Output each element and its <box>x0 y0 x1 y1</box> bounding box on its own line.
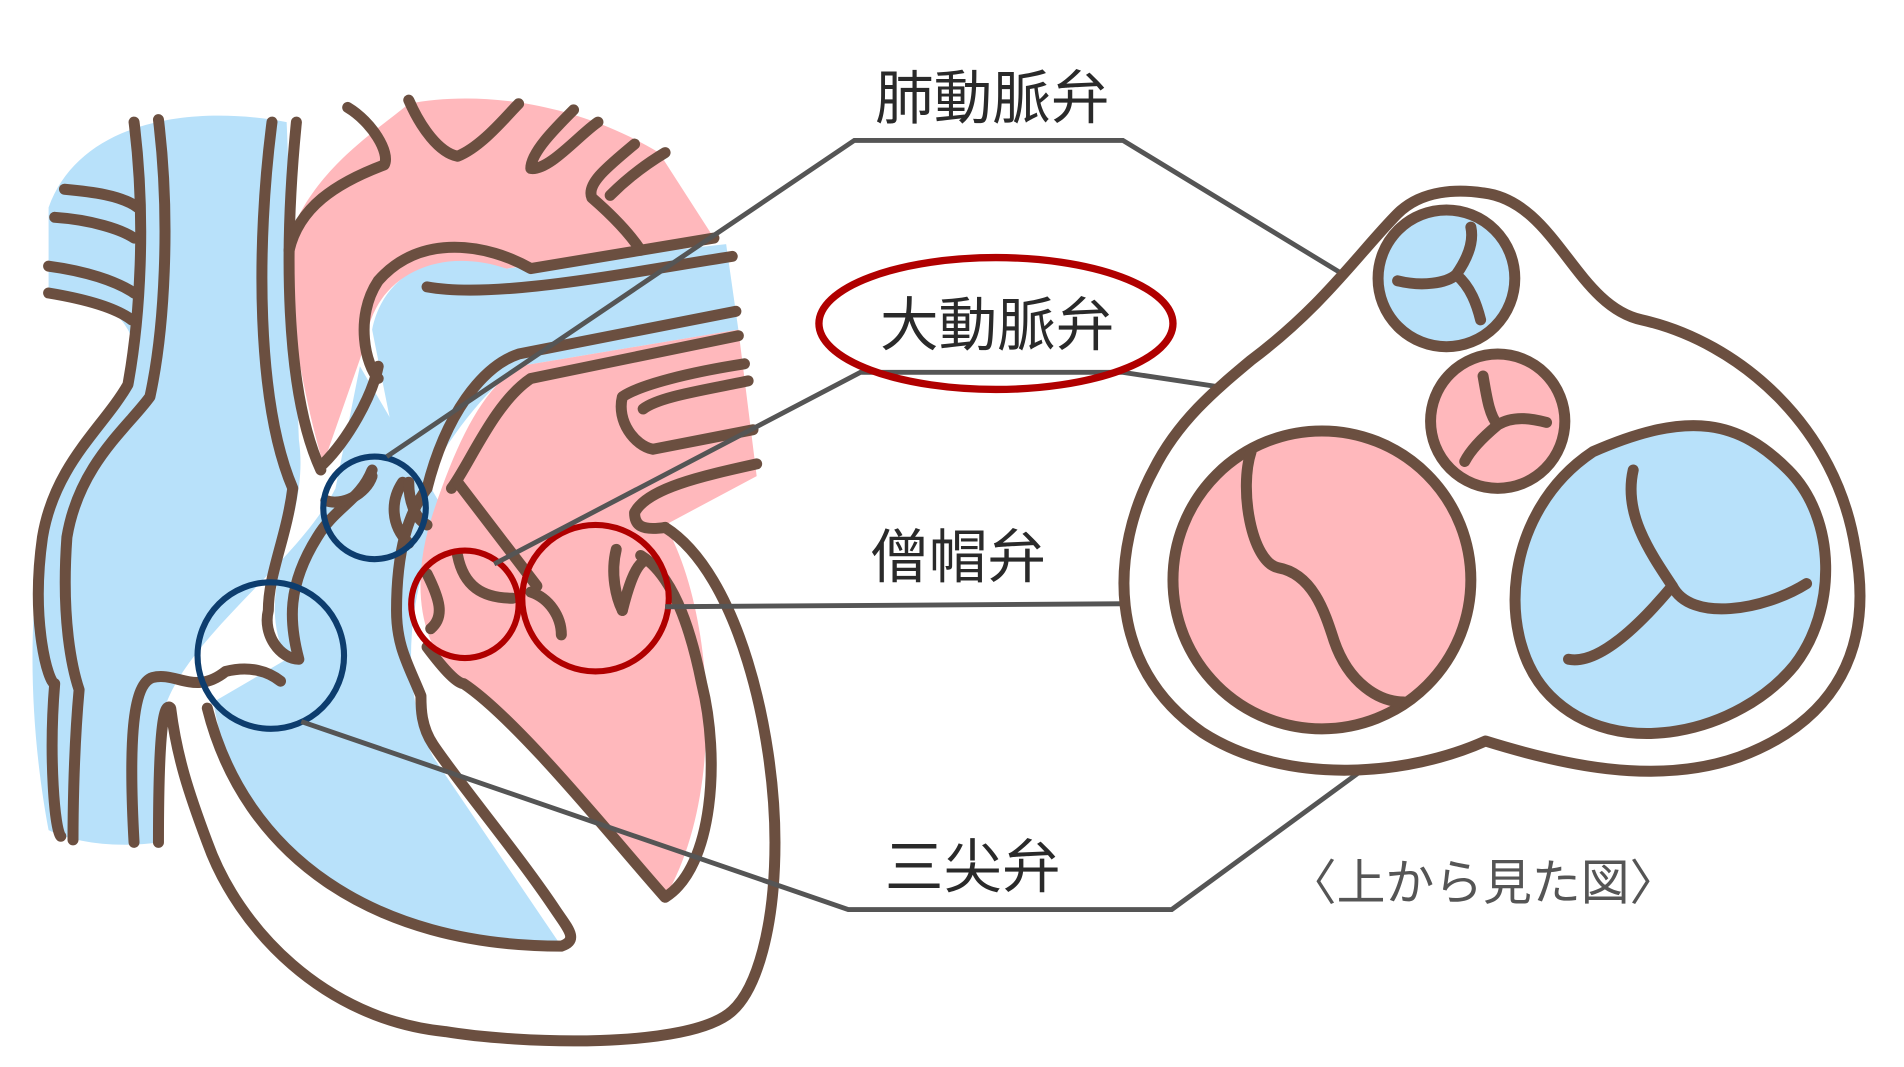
pulmonary-artery <box>372 244 739 513</box>
top-view-label: 〈上から見た図〉 <box>1288 855 1679 912</box>
pulmonary-valve-label: 肺動脈弁 <box>875 64 1109 132</box>
mitral-valve-label: 僧帽弁 <box>870 523 1046 591</box>
aorta <box>286 98 714 464</box>
tricuspid-valve-label: 三尖弁 <box>885 834 1061 902</box>
tricuspid-valve-marker <box>194 579 348 732</box>
aortic-valve-label: 大動脈弁 <box>880 291 1114 359</box>
pulmonary-valve-marker <box>320 453 429 563</box>
top-view <box>1118 185 1866 777</box>
aortic-valve-highlight <box>815 253 1177 394</box>
pulmonary-valve-leader <box>385 137 1412 459</box>
aortic-valve-marker <box>408 547 522 662</box>
mitral-valve-top <box>1167 425 1477 735</box>
mitral-valve-marker <box>519 521 672 675</box>
